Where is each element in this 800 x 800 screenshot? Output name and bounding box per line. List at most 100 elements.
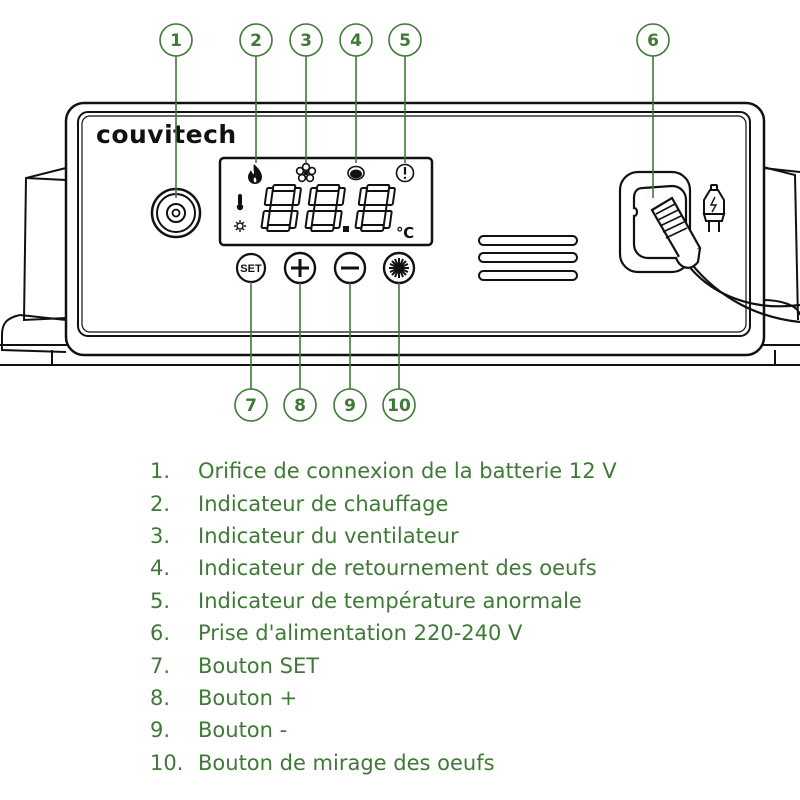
callout-number: 9 <box>344 396 356 416</box>
callout-circle <box>159 23 193 57</box>
legend-text: Indicateur du ventilateur <box>198 523 459 548</box>
left-housing <box>1 167 67 365</box>
alert-icon <box>395 163 415 183</box>
legend-number: 4. <box>150 556 171 581</box>
legend-number: 6. <box>150 621 171 646</box>
segment-c <box>332 210 343 229</box>
callout-circle <box>382 388 416 422</box>
digit <box>260 184 302 232</box>
lcd-display <box>218 156 434 247</box>
candling-button[interactable] <box>382 251 416 285</box>
unit-celsius: ℃ <box>396 224 414 242</box>
segment-a <box>271 184 297 192</box>
legend-item: 1. Orifice de connexion de la batterie 12… <box>150 455 617 487</box>
segment-e <box>354 210 365 229</box>
segment-d <box>266 224 291 232</box>
callout-6: 6 <box>636 23 670 57</box>
segment-b <box>385 187 396 206</box>
flame-icon <box>248 164 262 184</box>
segment-e <box>260 210 271 229</box>
segment-d <box>310 224 335 232</box>
callout-circle <box>234 388 268 422</box>
incubator-control-panel-diagram: couvitech ℃ <box>0 23 800 422</box>
callout-number: 5 <box>399 31 411 51</box>
digit <box>354 184 396 232</box>
callouts: 1 2 3 4 5 6 7 8 9 10 <box>159 23 670 422</box>
thermometer-icon <box>236 194 244 211</box>
plus-icon <box>291 259 309 277</box>
set-button[interactable]: SET <box>235 252 267 284</box>
legend-number: 3. <box>150 523 171 548</box>
legend-text: Bouton de mirage des oeufs <box>198 750 495 775</box>
legend-text: Orifice de connexion de la batterie 12 V <box>198 459 617 484</box>
right-housing <box>762 166 800 365</box>
legend-item: 9. Bouton - <box>150 714 617 746</box>
legend-text: Prise d'alimentation 220-240 V <box>198 621 523 646</box>
callout-8: 8 <box>283 388 317 422</box>
plus-button[interactable] <box>283 251 317 285</box>
segment-e <box>304 210 315 229</box>
segment-f <box>357 187 368 206</box>
legend-number: 10. <box>150 750 184 775</box>
callout-number: 2 <box>250 31 262 51</box>
legend-item: 10. Bouton de mirage des oeufs <box>150 747 617 779</box>
fan-icon <box>295 162 317 183</box>
segment-g <box>268 204 294 212</box>
callout-number: 3 <box>300 31 312 51</box>
minus-button[interactable] <box>333 251 367 285</box>
legend-text: Indicateur de retournement des oeufs <box>198 556 597 581</box>
callout-circle <box>333 388 367 422</box>
callout-circle <box>636 23 670 57</box>
segment-g <box>312 204 338 212</box>
callout-5: 5 <box>388 23 422 57</box>
callout-4: 4 <box>339 23 373 57</box>
legend-text: Indicateur de température anormale <box>198 588 582 613</box>
segment-c <box>382 210 393 229</box>
brand-logo: couvitech <box>96 120 237 149</box>
callout-circle <box>388 23 422 57</box>
legend-number: 5. <box>150 588 171 613</box>
callout-10: 10 <box>382 388 416 422</box>
egg-turning-icon <box>347 165 365 181</box>
plug-icon <box>702 184 726 232</box>
callout-number: 4 <box>350 31 362 51</box>
callout-9: 9 <box>333 388 367 422</box>
callout-lines <box>175 55 654 390</box>
legend-item: 8.Bouton + <box>150 682 617 714</box>
legend-number: 1. <box>150 459 171 484</box>
callout-1: 1 <box>159 23 193 57</box>
seven-segment-digits <box>260 184 396 232</box>
callout-number: 6 <box>647 31 659 51</box>
legend-item: 5. Indicateur de température anormale <box>150 585 617 617</box>
callout-number: 8 <box>294 396 306 416</box>
sun-icon <box>234 220 246 232</box>
light-burst-icon <box>389 258 409 278</box>
callout-circle <box>239 23 273 57</box>
legend-item: 6. Prise d'alimentation 220-240 V <box>150 617 617 649</box>
segment-f <box>307 187 318 206</box>
callout-circle <box>283 388 317 422</box>
segment-f <box>263 187 274 206</box>
callout-2: 2 <box>239 23 273 57</box>
legend-text: Bouton + <box>198 685 298 710</box>
callout-circle <box>339 23 373 57</box>
decimal-point <box>343 226 349 232</box>
callout-circle <box>289 23 323 57</box>
legend-number: 9. <box>150 718 171 743</box>
legend-item: 4. Indicateur de retournement des oeufs <box>150 552 617 584</box>
callout-number: 1 <box>170 31 182 51</box>
legend-item: 3. Indicateur du ventilateur <box>150 520 617 552</box>
legend-number: 7. <box>150 653 171 678</box>
segment-a <box>365 184 391 192</box>
callout-number: 7 <box>245 396 257 416</box>
callout-number: 10 <box>387 396 411 416</box>
legend-list: 1. Orifice de connexion de la batterie 12… <box>150 455 617 779</box>
legend-item: 2.Indicateur de chauffage <box>150 487 617 519</box>
vent-slots <box>478 235 578 281</box>
legend-text: Indicateur de chauffage <box>198 491 449 516</box>
callout-3: 3 <box>289 23 323 57</box>
legend-text: Bouton SET <box>198 653 320 678</box>
legend-text: Bouton - <box>198 718 288 743</box>
power-cable <box>650 196 800 324</box>
panel-bezel <box>81 115 747 333</box>
